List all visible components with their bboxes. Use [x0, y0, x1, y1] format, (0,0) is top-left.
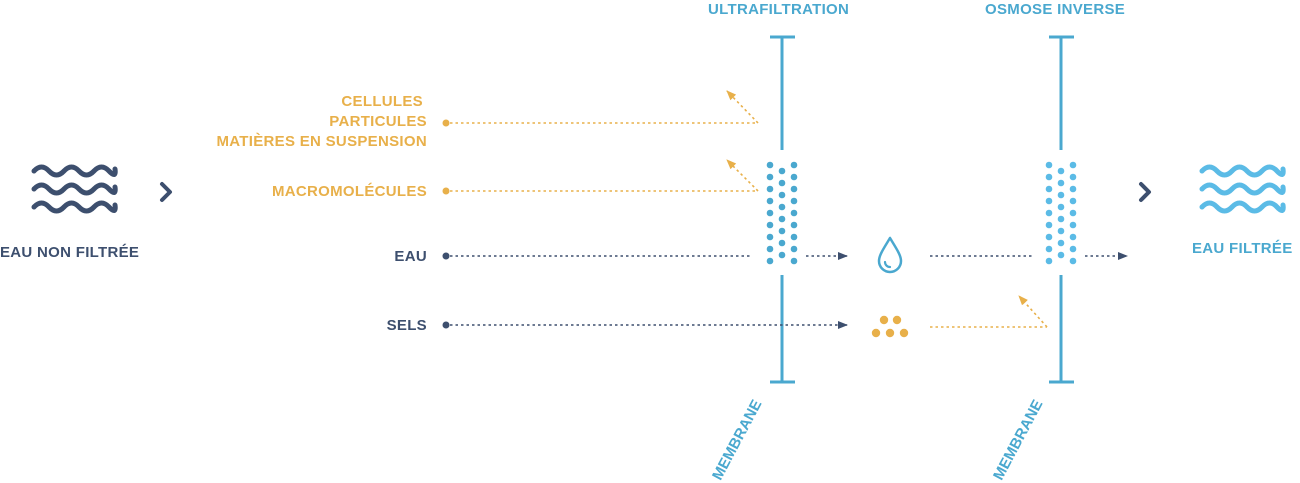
- pore-dot: [1045, 221, 1053, 229]
- pore-dot: [778, 239, 786, 247]
- pore-dot: [766, 173, 774, 181]
- pore-dot: [1045, 197, 1053, 205]
- pore-dot: [1045, 185, 1053, 193]
- pore-dot: [1069, 161, 1077, 169]
- pore-dot: [790, 185, 798, 193]
- chevron-right-icon: [1139, 182, 1151, 202]
- pore-dot: [1045, 209, 1053, 217]
- pore-dot: [790, 221, 798, 229]
- eau-flow: [442, 252, 1128, 260]
- macromolecules-label: MACROMOLÉCULES: [271, 183, 427, 200]
- pore-dot: [778, 167, 786, 175]
- pore-dot: [1057, 215, 1065, 223]
- pore-dot: [778, 215, 786, 223]
- chevron-right-icon: [160, 182, 172, 202]
- pore-dot: [1045, 233, 1053, 241]
- pore-dot: [1069, 197, 1077, 205]
- pore-dot: [790, 173, 798, 181]
- sels-flow: [442, 295, 1048, 329]
- pore-dot: [766, 245, 774, 253]
- water-drop-shine: [883, 260, 892, 269]
- pore-dot: [1057, 167, 1065, 175]
- reverse-osmosis-pores: [1045, 161, 1077, 265]
- pore-dot: [1057, 179, 1065, 187]
- pore-dot: [766, 257, 774, 265]
- osmose-inverse-title: OSMOSE INVERSE: [985, 1, 1126, 18]
- pore-dot: [790, 209, 798, 217]
- pore-dot: [766, 233, 774, 241]
- particules-label: PARTICULES: [329, 113, 427, 130]
- pore-dot: [1069, 221, 1077, 229]
- pore-dot: [778, 227, 786, 235]
- cellules-flow: [442, 90, 759, 127]
- eau-filtree-label: EAU FILTRÉE: [1192, 240, 1293, 257]
- ultrafiltration-membrane: [770, 35, 795, 384]
- pore-dot: [766, 161, 774, 169]
- pore-dot: [1057, 227, 1065, 235]
- raw-water-waves-icon: [31, 164, 118, 214]
- water-drop-icon: [877, 236, 903, 274]
- pore-dot: [1045, 245, 1053, 253]
- pore-dot: [778, 179, 786, 187]
- ultrafiltration-pores: [766, 161, 798, 265]
- pore-dot: [790, 245, 798, 253]
- pore-dot: [790, 161, 798, 169]
- pore-dot: [778, 191, 786, 199]
- pore-dot: [766, 209, 774, 217]
- eau-label: EAU: [394, 248, 427, 265]
- filtered-water-waves-icon: [1199, 164, 1286, 214]
- pore-dot: [1069, 185, 1077, 193]
- pore-dot: [766, 185, 774, 193]
- pore-dot: [1069, 209, 1077, 217]
- pore-dot: [1045, 257, 1053, 265]
- reverse-osmosis-membrane: [1049, 35, 1074, 384]
- pore-dot: [790, 197, 798, 205]
- pore-dot: [766, 197, 774, 205]
- pore-dot: [1057, 251, 1065, 259]
- pore-dot: [1069, 173, 1077, 181]
- pore-dot: [1069, 257, 1077, 265]
- macromolecules-flow: [442, 159, 759, 195]
- salt-dots-icon: [871, 315, 909, 338]
- pore-dot: [790, 233, 798, 241]
- pore-dot: [778, 203, 786, 211]
- pore-dot: [1045, 173, 1053, 181]
- sels-label: SELS: [386, 317, 427, 334]
- cellules-label: CELLULES: [341, 93, 423, 110]
- matieres-label: MATIÈRES EN SUSPENSION: [216, 133, 427, 150]
- pore-dot: [1057, 239, 1065, 247]
- pore-dot: [1069, 245, 1077, 253]
- pore-dot: [1057, 203, 1065, 211]
- pore-dot: [1069, 233, 1077, 241]
- ultrafiltration-title: ULTRAFILTRATION: [708, 1, 850, 18]
- pore-dot: [778, 251, 786, 259]
- pore-dot: [1045, 161, 1053, 169]
- pore-dot: [766, 221, 774, 229]
- pore-dot: [1057, 191, 1065, 199]
- eau-non-filtree-label: EAU NON FILTRÉE: [0, 244, 140, 261]
- pore-dot: [790, 257, 798, 265]
